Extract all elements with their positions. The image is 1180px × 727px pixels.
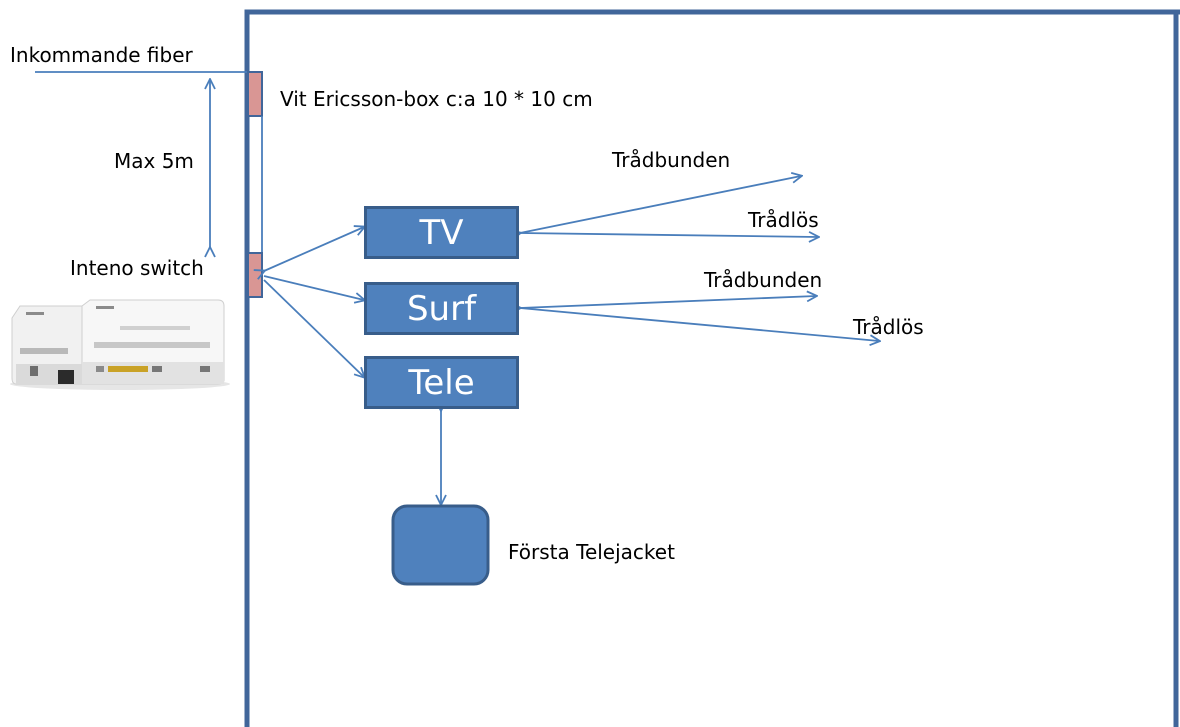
surf-box: Surf [364, 282, 519, 335]
inteno-switch-device [247, 252, 263, 298]
switch-to-tv-arrow [264, 227, 364, 271]
inteno-switch-label: Inteno switch [70, 256, 204, 280]
ericsson-box-device [247, 71, 263, 117]
forsta-telejacket-box [391, 504, 490, 586]
tv-box: TV [364, 206, 519, 259]
incoming-fiber-label: Inkommande fiber [10, 43, 193, 67]
tv-wireless-label: Trådlös [748, 208, 819, 232]
tv-wireless-arrow [519, 233, 818, 237]
surf-wired-label: Trådbunden [704, 268, 823, 292]
surf-wireless-arrow [519, 307, 879, 341]
surf-wired-arrow [520, 296, 816, 308]
tv-wired-arrow [520, 176, 801, 233]
switch-to-surf-arrow [263, 275, 364, 300]
ericsson-box-label: Vit Ericsson-box c:a 10 * 10 cm [280, 87, 593, 111]
surf-wireless-label: Trådlös [853, 315, 924, 339]
forsta-telejacket-label: Första Telejacket [508, 540, 675, 564]
tv-wired-label: Trådbunden [612, 148, 731, 172]
switch-to-tele-arrow [263, 279, 364, 377]
inteno-router-icon [10, 299, 230, 390]
tele-box: Tele [364, 356, 519, 409]
max-distance-label: Max 5m [114, 149, 194, 173]
room-wall [244, 9, 1180, 727]
